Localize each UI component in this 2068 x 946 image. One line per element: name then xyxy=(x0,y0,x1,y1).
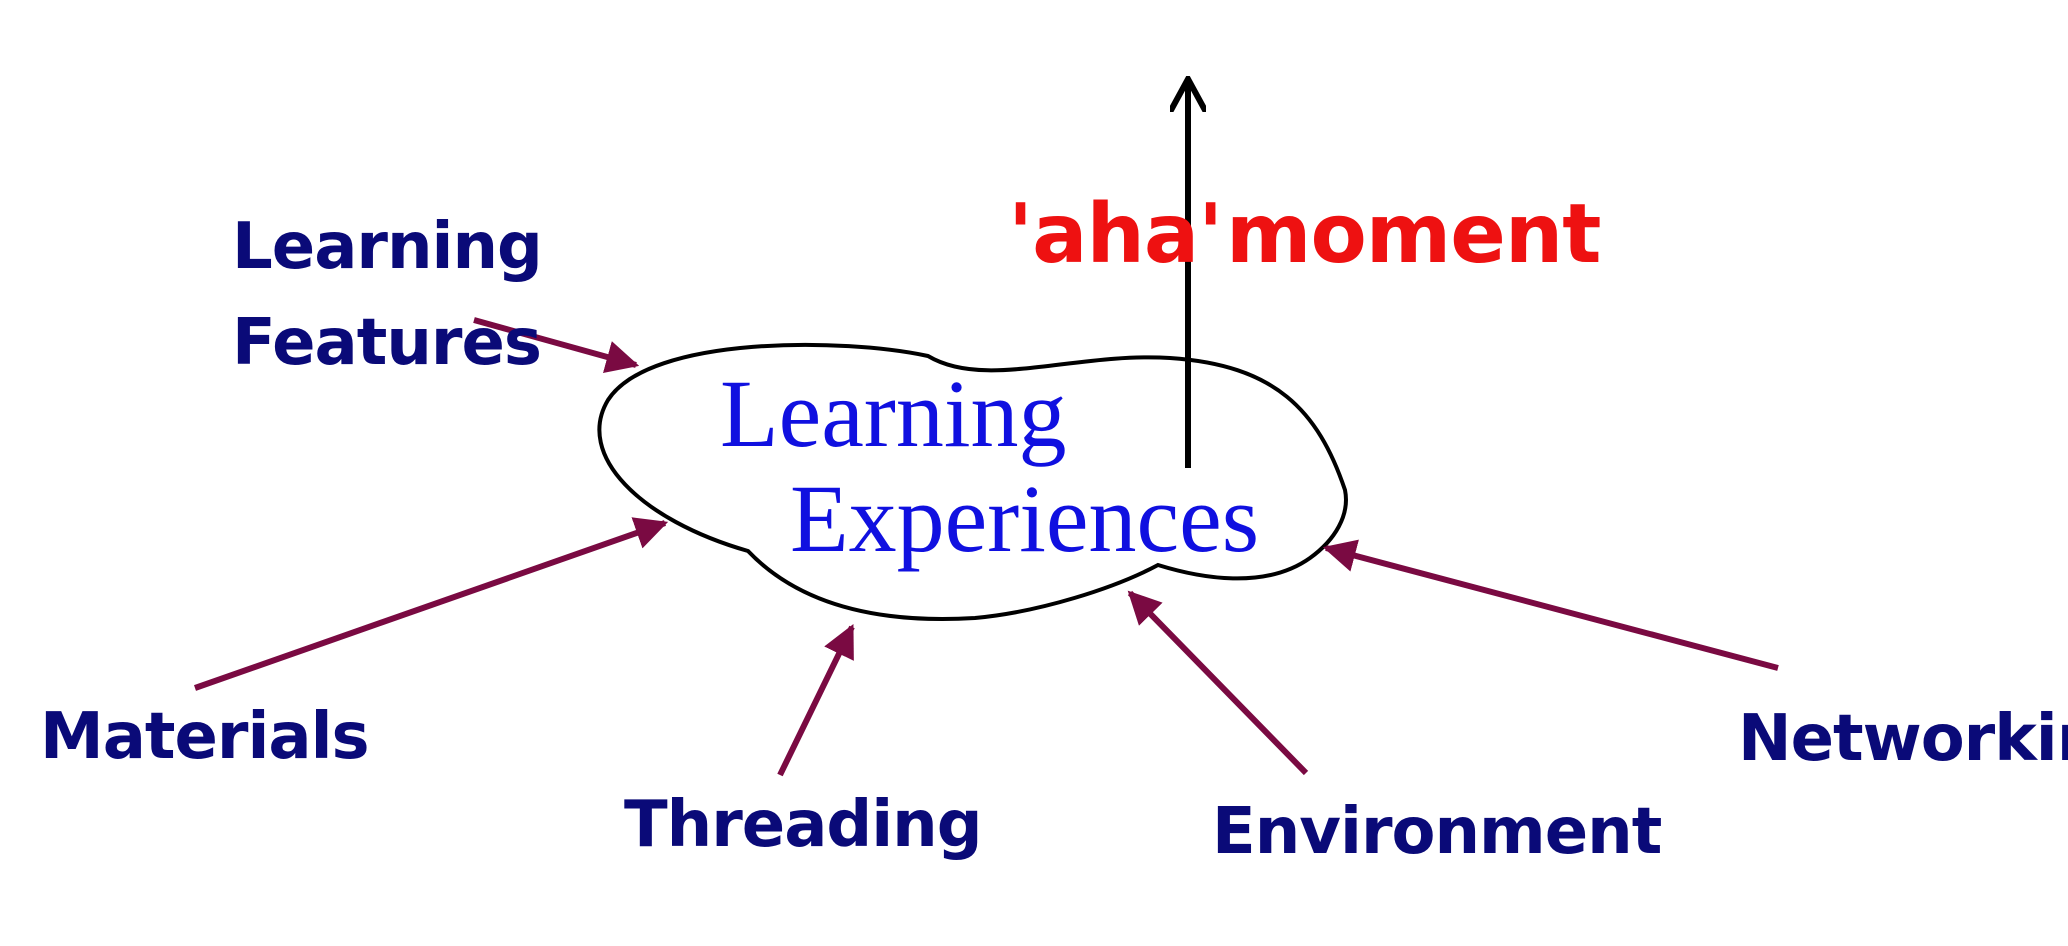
aha-label: 'aha' xyxy=(1008,187,1222,282)
learning-features-arrow xyxy=(473,317,640,373)
center-title-line2: Experiences xyxy=(790,465,1259,572)
learning-features-label-line1: Learning xyxy=(232,210,542,284)
materials-label: Materials xyxy=(40,700,369,774)
learning-experiences-cloud xyxy=(597,342,1348,621)
moment-label: moment xyxy=(1226,187,1600,282)
environment-label: Environment xyxy=(1212,795,1662,869)
networking-label: Networking xyxy=(1738,702,2068,776)
materials-arrow xyxy=(194,517,669,691)
center-title-line1: Learning xyxy=(720,360,1067,467)
threading-label: Threading xyxy=(624,788,982,862)
learning-features-label-line2: Features xyxy=(232,306,541,380)
threading-arrow xyxy=(777,624,855,777)
networking-arrow xyxy=(1322,539,1779,671)
environment-arrow xyxy=(1127,590,1309,776)
